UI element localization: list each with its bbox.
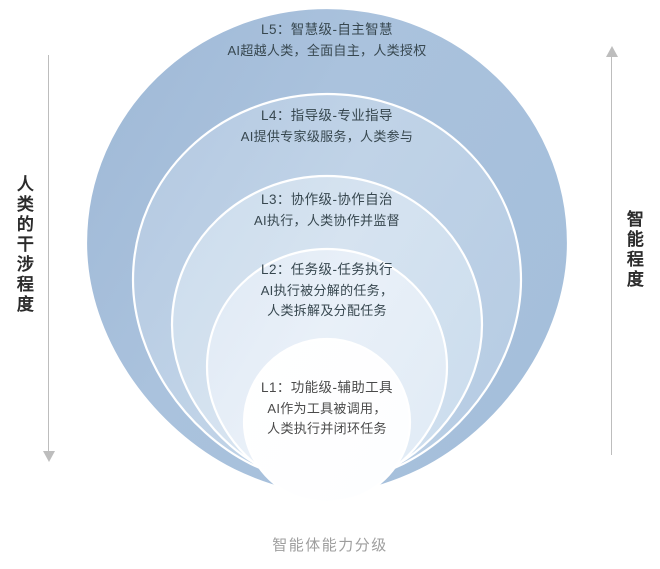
arrow-up-icon — [606, 46, 618, 57]
axis-right-line — [611, 55, 612, 455]
axis-left-line — [48, 55, 49, 455]
axis-human-intervention: 人类的干涉程度 — [2, 55, 72, 462]
axis-right-label: 智能程度 — [623, 210, 643, 290]
axis-left-label: 人类的干涉程度 — [13, 175, 33, 315]
diagram-caption: 智能体能力分级 — [272, 537, 388, 554]
axis-intelligence-degree: 智能程度 — [588, 46, 658, 455]
arrow-down-icon — [43, 451, 55, 462]
level-shape-L1 — [242, 337, 412, 504]
